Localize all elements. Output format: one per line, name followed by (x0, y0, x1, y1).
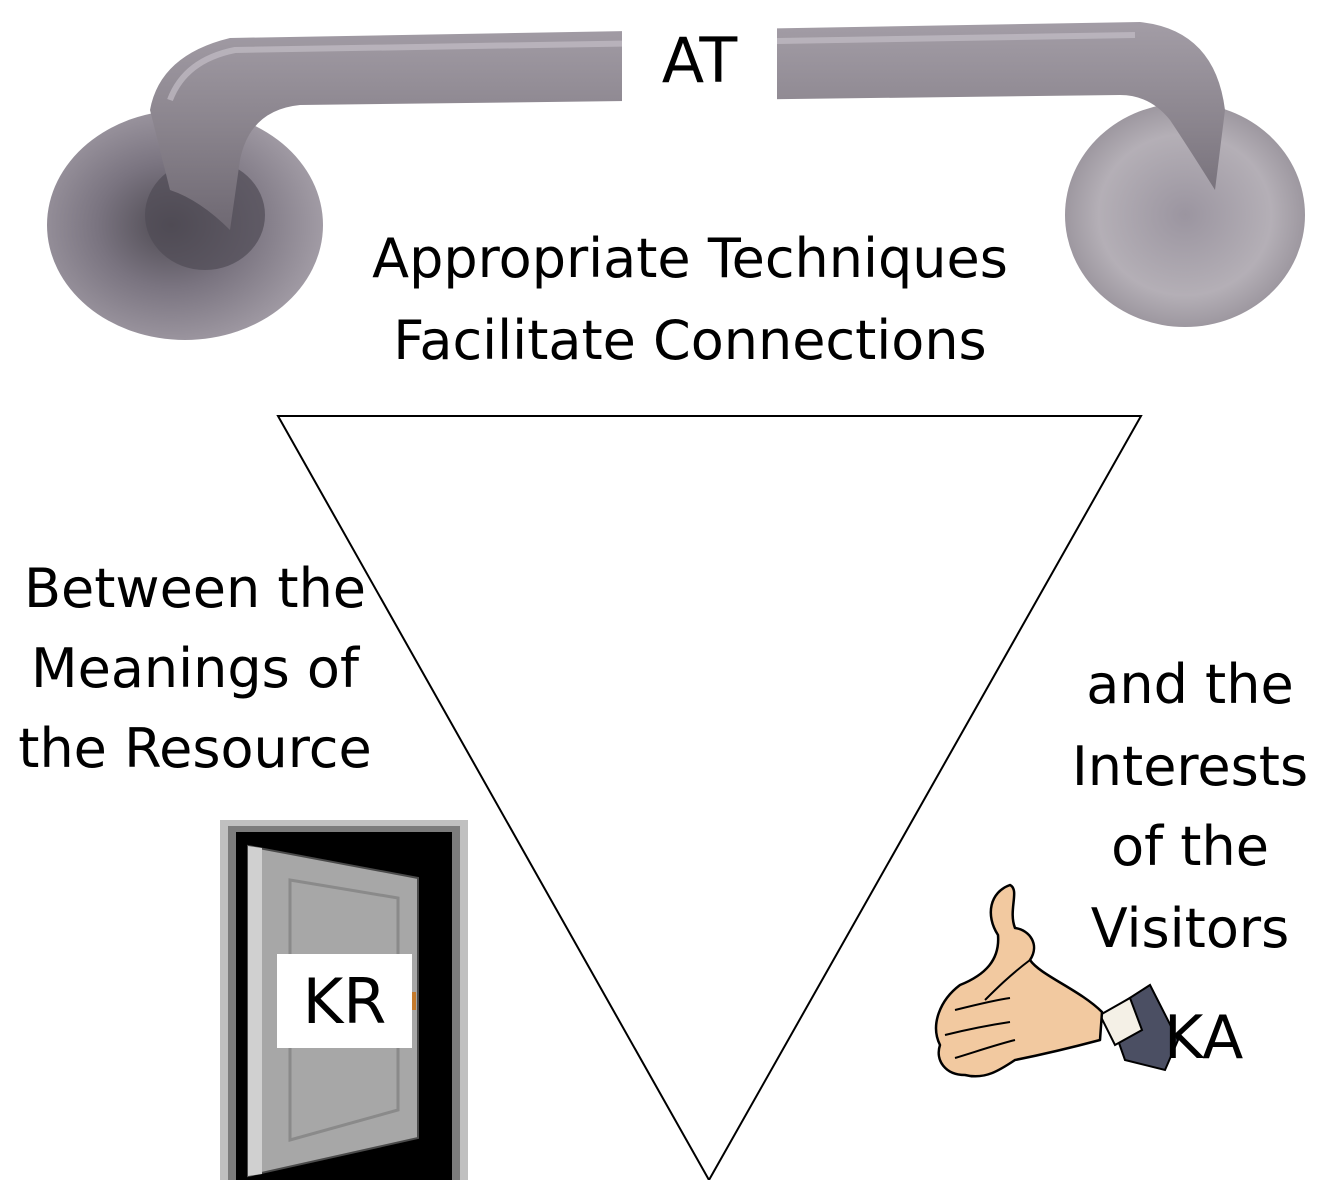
right-caption-line2: Interests (1071, 735, 1309, 798)
left-caption-line2: Meanings of (31, 637, 359, 700)
left-caption-line1: Between the (23, 557, 367, 620)
handle-caption-line1: Appropriate Techniques (372, 227, 1008, 290)
ka-label: KA (1164, 1003, 1244, 1073)
left-caption-line3: the Resource (18, 717, 372, 780)
right-caption-line4: Visitors (1090, 897, 1290, 960)
kr-label: KR (302, 964, 387, 1038)
right-caption-line1: and the (1086, 653, 1294, 716)
handle-caption-line2: Facilitate Connections (393, 309, 987, 372)
kr-label-box: KR (277, 954, 412, 1048)
right-caption-line3: of the (1111, 815, 1269, 878)
at-label-box: AT (622, 12, 777, 108)
door-handle-image (47, 22, 1305, 340)
at-label: AT (661, 23, 738, 97)
